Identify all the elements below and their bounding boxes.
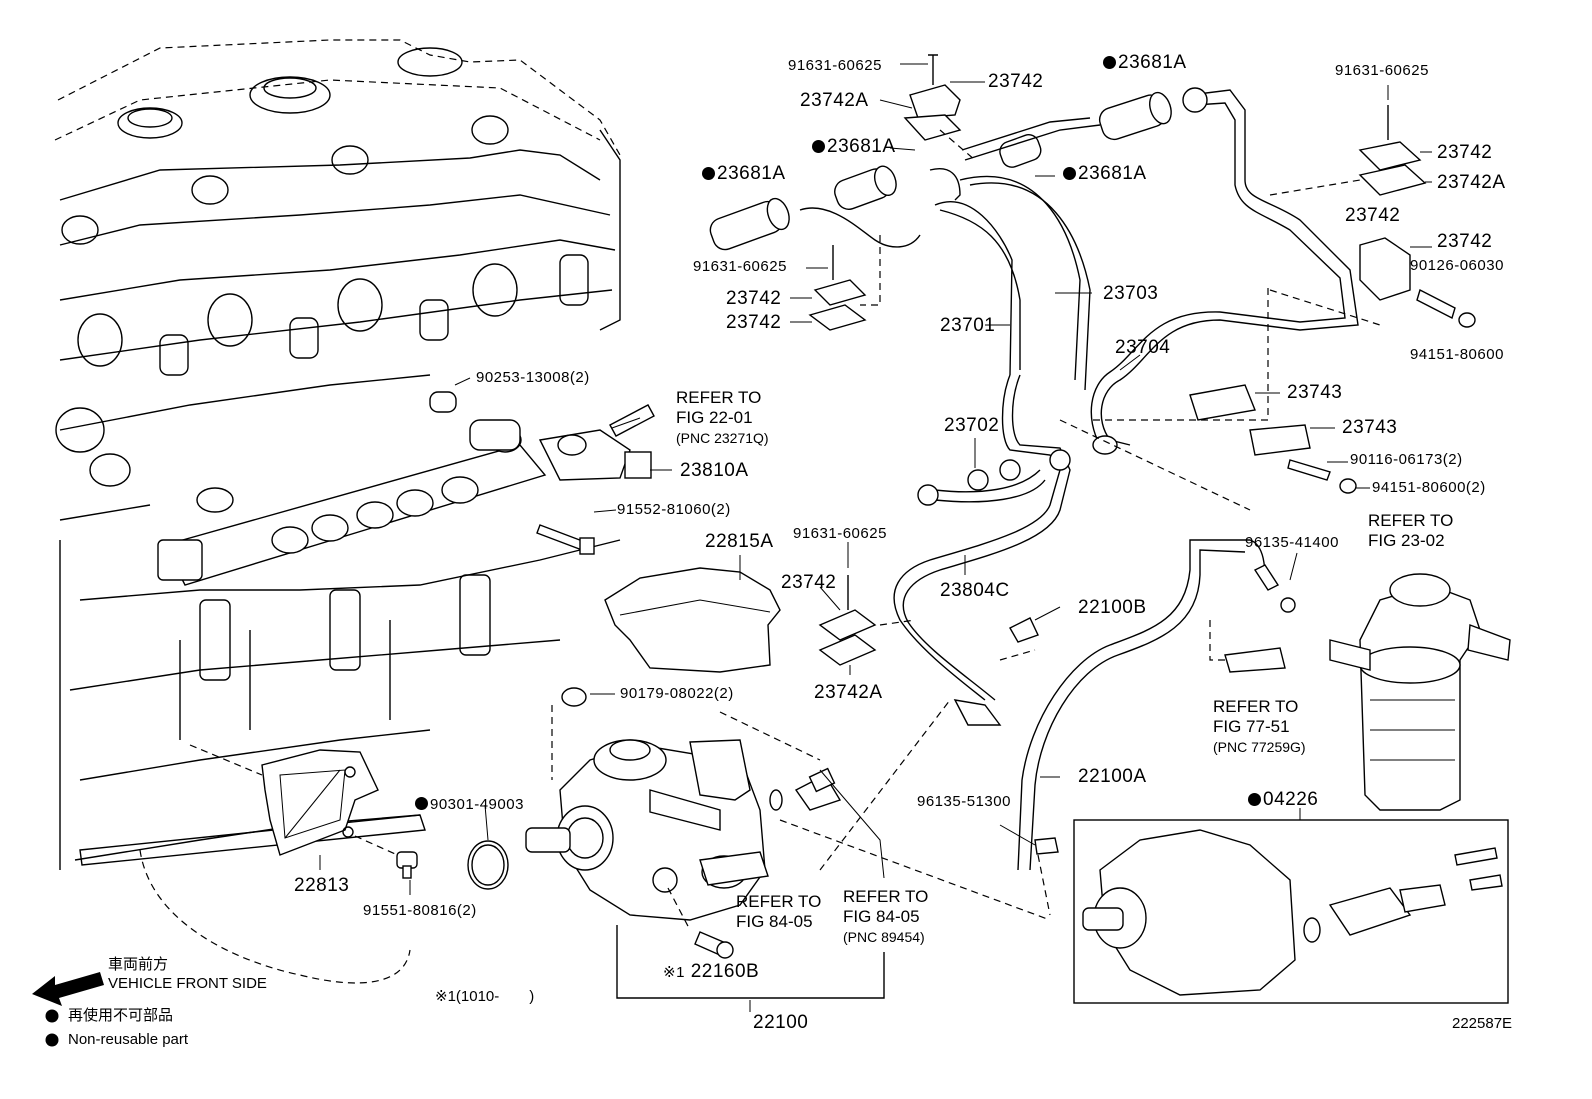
front-arrow-icon bbox=[32, 972, 104, 1006]
legend-front-side-jp: 車両前方 bbox=[108, 956, 169, 973]
part-label: 23701 bbox=[940, 315, 996, 336]
diagram-code: 222587E bbox=[1452, 1015, 1513, 1032]
note-1: ※1(1010- ) bbox=[435, 988, 535, 1005]
part-label: 91552-81060(2) bbox=[617, 501, 731, 518]
part-label: 22813 bbox=[294, 875, 350, 896]
part-label: 23704 bbox=[1115, 337, 1171, 358]
part-label: 23703 bbox=[1103, 283, 1159, 304]
bracket-22813-illustration bbox=[189, 744, 418, 879]
part-label: 22100B bbox=[1078, 597, 1147, 618]
part-label: 96135-41400 bbox=[1245, 534, 1339, 551]
nonreusable-dot-icon bbox=[1103, 56, 1116, 69]
fuel-filter-illustration bbox=[999, 539, 1511, 916]
leader-lines bbox=[319, 63, 1432, 1012]
legend-nonreusable-jp: 再使用不可部品 bbox=[68, 1007, 174, 1024]
part-label: 90179-08022(2) bbox=[620, 685, 734, 702]
part-label: 91631-60625 bbox=[693, 258, 787, 275]
part-label: 91551-80816(2) bbox=[363, 902, 477, 919]
nonreusable-dot-icon bbox=[1248, 793, 1261, 806]
nonreusable-dot-icon bbox=[702, 167, 715, 180]
part-label-nonreusable: 23681A bbox=[1103, 53, 1187, 72]
part-label: 23742 bbox=[781, 572, 837, 593]
part-label: 91631-60625 bbox=[788, 57, 882, 74]
part-label-nonreusable: 23681A bbox=[702, 164, 786, 183]
part-label: 23702 bbox=[944, 415, 1000, 436]
part-label: 22100A bbox=[1078, 766, 1147, 787]
part-label: 91631-60625 bbox=[1335, 62, 1429, 79]
nonreusable-dot-icon bbox=[415, 797, 428, 810]
injection-pipes-illustration bbox=[709, 54, 1476, 921]
part-label: 23742 bbox=[726, 288, 782, 309]
part-label: 23742A bbox=[1437, 172, 1506, 193]
nonreusable-dot-icon bbox=[812, 140, 825, 153]
part-label: 23742A bbox=[800, 90, 869, 111]
part-label: 22100 bbox=[753, 1012, 809, 1033]
part-label: 90116-06173(2) bbox=[1350, 451, 1463, 468]
part-label: 94151-80600 bbox=[1410, 346, 1504, 363]
part-label: 94151-80600(2) bbox=[1372, 479, 1486, 496]
part-label: 22815A bbox=[705, 531, 774, 552]
part-label: 23810A bbox=[680, 460, 749, 481]
part-label: 90253-13008(2) bbox=[476, 369, 590, 386]
nonreusable-dot-icon bbox=[45, 1033, 59, 1047]
part-label: 23742A bbox=[814, 682, 883, 703]
insulator-22815A-illustration bbox=[604, 567, 781, 673]
part-label: 23742 bbox=[1437, 231, 1493, 252]
part-label-nonreusable: 04226 bbox=[1248, 790, 1318, 809]
part-label: 23743 bbox=[1342, 417, 1398, 438]
part-label: 23742 bbox=[1437, 142, 1493, 163]
part-label: 23742 bbox=[1345, 205, 1401, 226]
common-rail-illustration bbox=[157, 391, 655, 586]
part-label: 90126-06030 bbox=[1410, 257, 1504, 274]
part-label-nonreusable: 90301-49003 bbox=[415, 797, 524, 812]
engine-block-illustration bbox=[54, 39, 621, 984]
part-label-nonreusable: 23681A bbox=[812, 137, 896, 156]
nonreusable-dot-icon bbox=[45, 1009, 59, 1023]
part-label: 91631-60625 bbox=[793, 525, 887, 542]
part-label: 23743 bbox=[1287, 382, 1343, 403]
part-label: ※1 22160B bbox=[663, 961, 760, 982]
nonreusable-dot-icon bbox=[1063, 167, 1076, 180]
part-label-nonreusable: 23681A bbox=[1063, 164, 1147, 183]
part-label: 23742 bbox=[988, 71, 1044, 92]
kit-04226-box bbox=[1073, 819, 1509, 1004]
part-label: 96135-51300 bbox=[917, 793, 1011, 810]
legend-nonreusable-en: Non-reusable part bbox=[68, 1031, 189, 1048]
part-label: 23742 bbox=[726, 312, 782, 333]
part-label: 23804C bbox=[940, 580, 1010, 601]
supply-pump-22100-illustration bbox=[467, 687, 885, 999]
legend-front-side-en: VEHICLE FRONT SIDE bbox=[108, 975, 267, 992]
